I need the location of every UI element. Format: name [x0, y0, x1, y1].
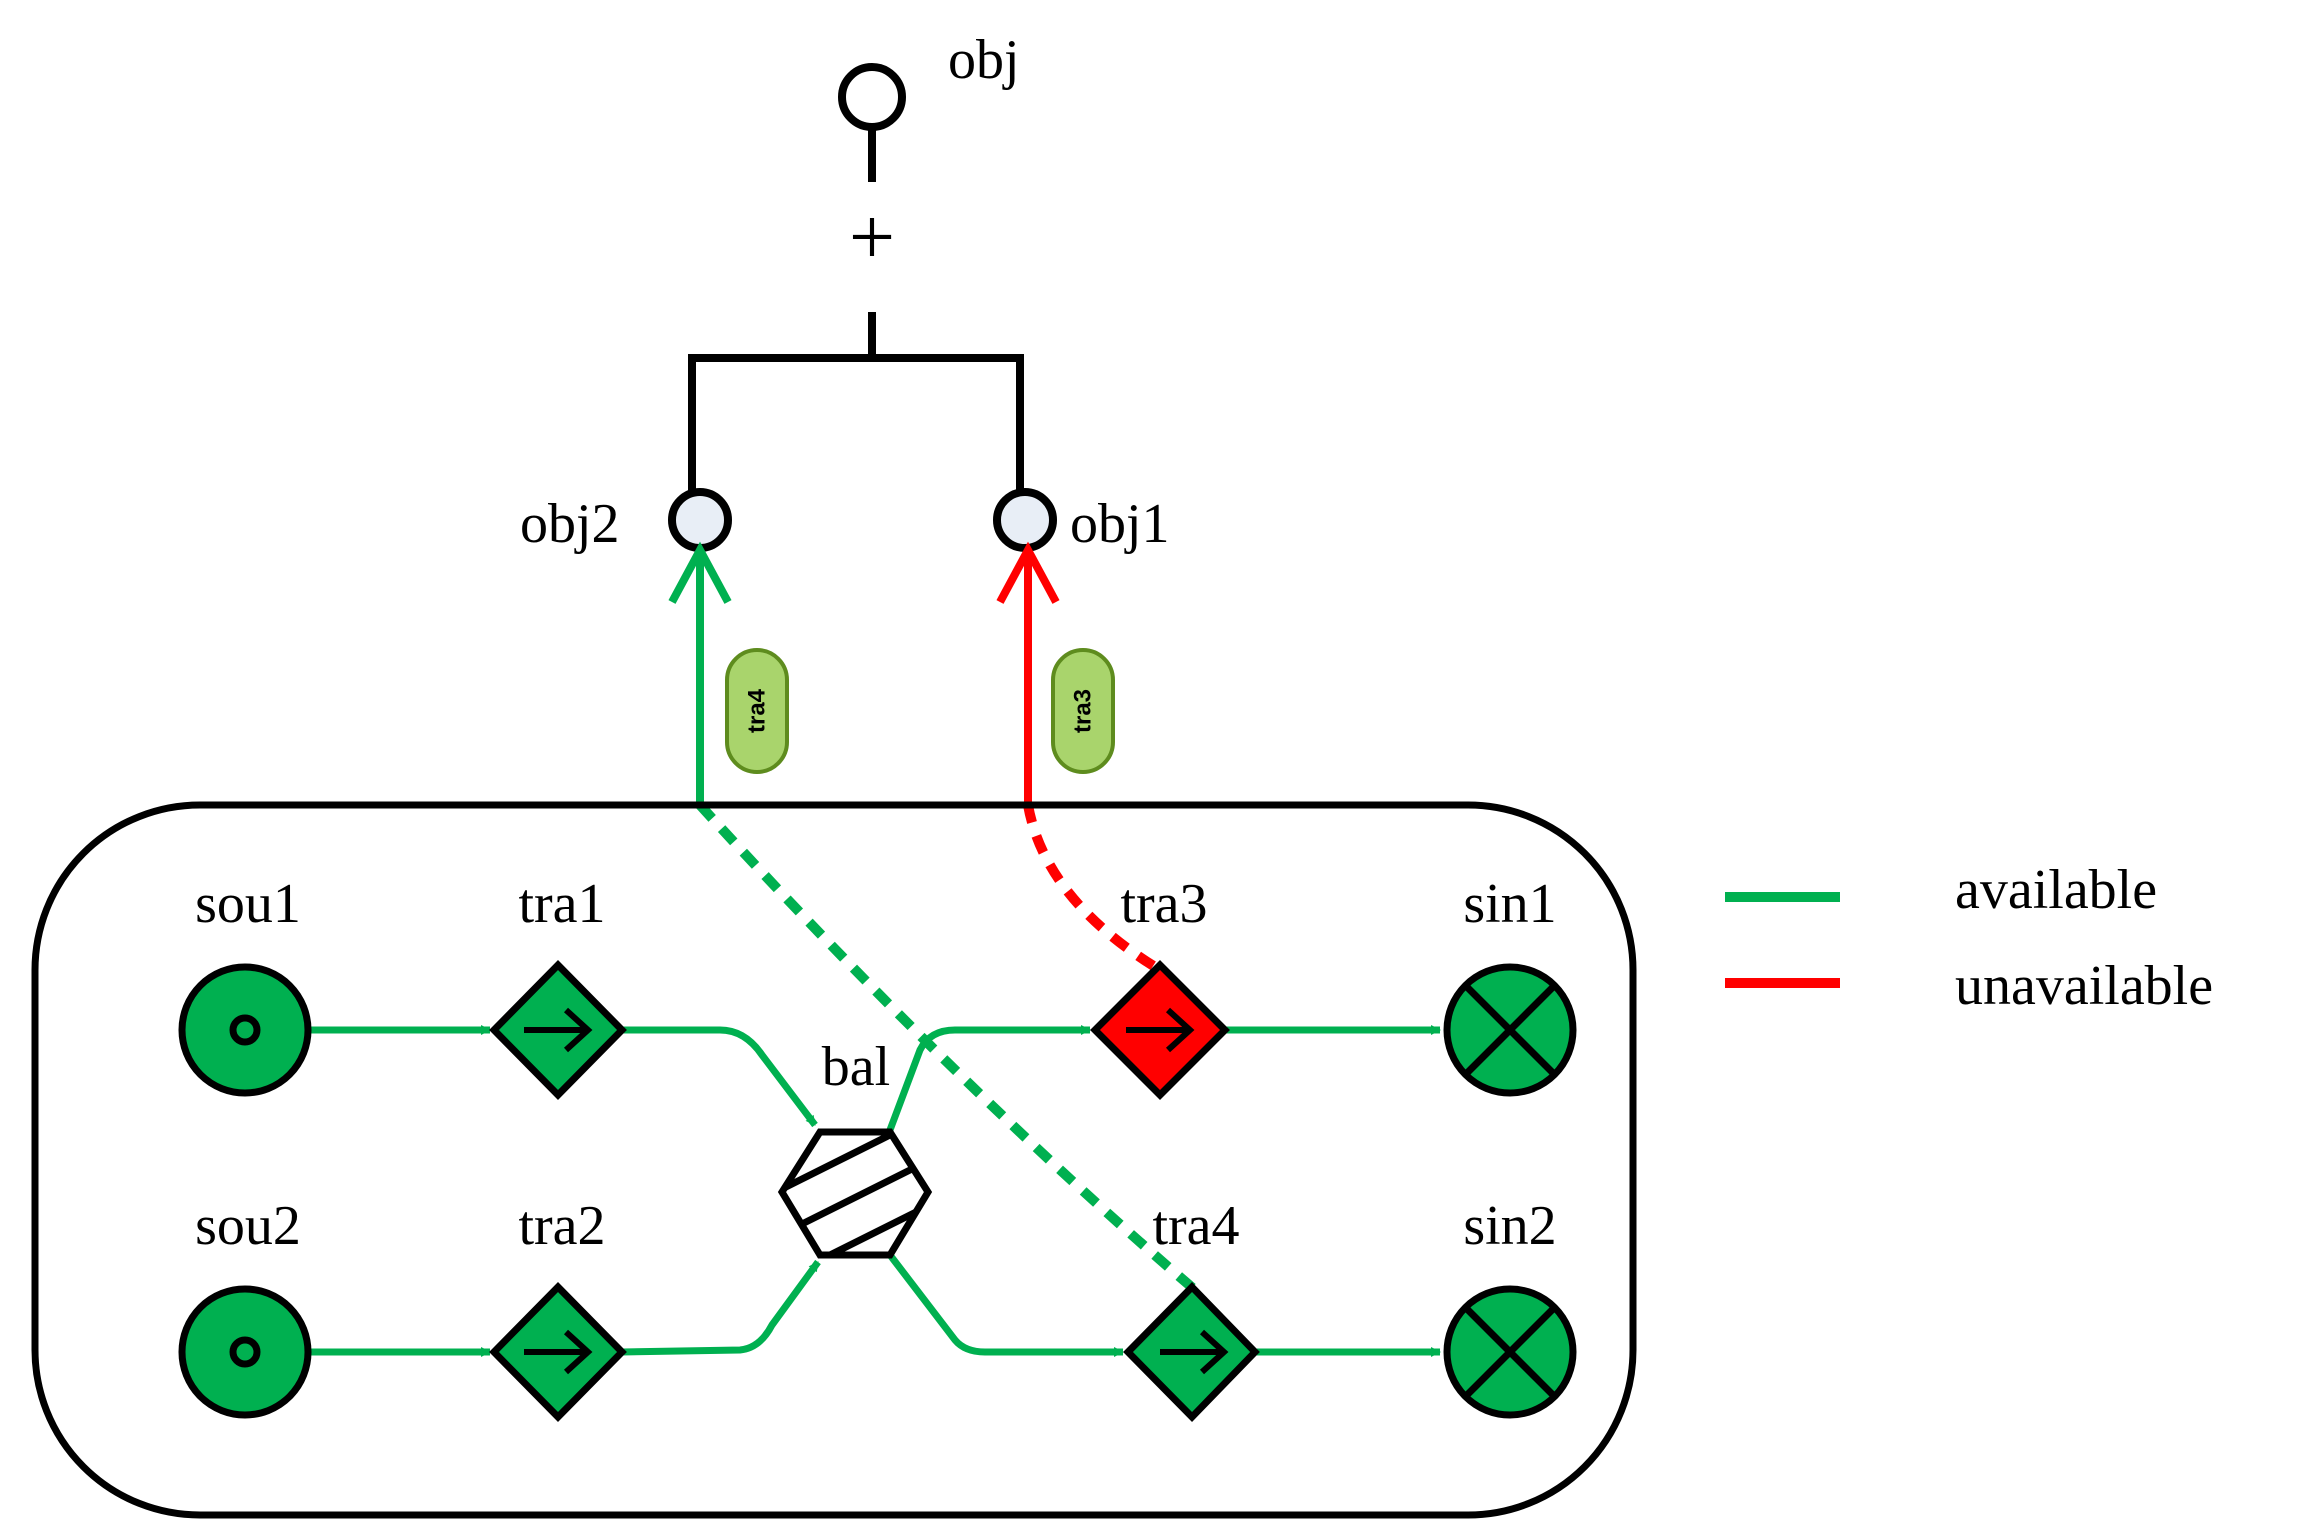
legend-label-unavailable: unavailable	[1955, 955, 2213, 1017]
tra4-label: tra4	[1152, 1195, 1239, 1257]
arrow-right-icon	[1160, 1329, 1229, 1375]
edge-bal-tra3[interactable]	[886, 1025, 1091, 1132]
tra2-label: tra2	[518, 1195, 605, 1257]
cross-icon	[1463, 1305, 1557, 1399]
tra3-pill-tag[interactable]: tra3	[1051, 648, 1115, 774]
operator-plus: +	[849, 191, 895, 282]
tra4-node[interactable]	[1123, 1281, 1260, 1423]
tra1-label: tra1	[518, 873, 605, 935]
bal-label: bal	[822, 1036, 890, 1098]
edge-tra2-bal[interactable]	[621, 1259, 821, 1356]
sin2-node[interactable]	[1443, 1285, 1577, 1419]
obj1-link-arrowhead	[996, 541, 1060, 604]
edge-bal-tra4[interactable]	[887, 1252, 1124, 1357]
obj2-label: obj2	[520, 493, 620, 555]
flow-edges	[305, 1025, 1441, 1357]
obj1-label: obj1	[1070, 493, 1170, 555]
tra3-label: tra3	[1120, 873, 1207, 935]
obj2-link-dashed[interactable]	[696, 801, 1199, 1294]
source-dot-icon	[229, 1336, 261, 1368]
objective-bracket	[688, 354, 1024, 500]
tra4-pill-label: tra4	[744, 688, 771, 733]
sou1-label: sou1	[195, 873, 301, 935]
obj-root-label: obj	[948, 29, 1020, 91]
source-dot-icon	[229, 1014, 261, 1046]
tra3-node[interactable]	[1090, 960, 1230, 1100]
bal-node[interactable]	[770, 1110, 940, 1285]
cross-icon	[1463, 983, 1557, 1077]
edge-tra1-bal[interactable]	[622, 1026, 818, 1128]
arrow-right-icon	[524, 1329, 593, 1375]
sou2-label: sou2	[195, 1195, 301, 1257]
legend-label-available: available	[1955, 859, 2157, 921]
sin1-node[interactable]	[1443, 963, 1577, 1097]
arrow-right-icon	[524, 1007, 593, 1053]
sou1-node[interactable]	[178, 963, 312, 1097]
obj1-link-dashed[interactable]	[1023, 804, 1163, 975]
tra3-pill-label: tra3	[1070, 689, 1097, 733]
sin1-label: sin1	[1463, 873, 1556, 935]
objective-tree: obj + obj2 obj1	[520, 29, 1170, 555]
network-boundary	[31, 801, 1637, 1519]
sou2-node[interactable]	[178, 1285, 312, 1419]
tra2-node[interactable]	[489, 1282, 627, 1422]
arrow-right-icon	[1126, 1007, 1195, 1053]
obj-root-node[interactable]	[838, 63, 906, 131]
obj1-node[interactable]	[993, 488, 1057, 552]
tra1-node[interactable]	[489, 960, 627, 1100]
tra4-pill-tag[interactable]: tra4	[725, 648, 789, 774]
obj2-link-arrowhead	[668, 541, 732, 604]
obj2-node[interactable]	[668, 488, 732, 552]
objective-links: tra4 tra3	[668, 541, 1199, 1294]
sin2-label: sin2	[1463, 1195, 1556, 1257]
legend: available unavailable	[1725, 859, 2213, 1017]
